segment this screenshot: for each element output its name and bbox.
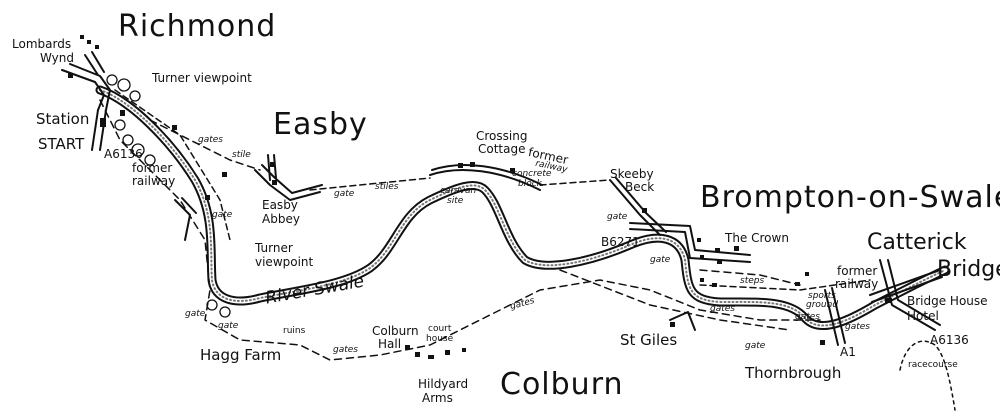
label-gate: gate bbox=[650, 255, 671, 265]
town-richmond: Richmond bbox=[118, 9, 277, 44]
label-bridge-house: Bridge House bbox=[907, 294, 988, 308]
road-west bbox=[174, 197, 197, 241]
former-railway bbox=[114, 89, 871, 291]
label-former-railway-west-1: former bbox=[132, 161, 173, 175]
label-steps: steps bbox=[740, 276, 765, 286]
label-former-railway-east-2: railway bbox=[835, 277, 879, 291]
label-ground: ground bbox=[806, 300, 839, 310]
label-gate: gate bbox=[212, 210, 233, 220]
racecourse bbox=[899, 340, 956, 411]
label-skeeby: Skeeby bbox=[610, 167, 654, 181]
label-easby-abbey-1: Easby bbox=[262, 198, 298, 212]
label-a1: A1 bbox=[840, 345, 856, 359]
label-turner-viewpoint: Turner viewpoint bbox=[152, 71, 252, 85]
label-colburn-hall-2: Hall bbox=[378, 337, 402, 351]
road-richmond bbox=[61, 51, 111, 151]
label-turner-2: viewpoint bbox=[255, 255, 314, 269]
label-turner-1: Turner bbox=[255, 241, 293, 255]
label-stiles: stiles bbox=[375, 182, 399, 192]
town-colburn: Colburn bbox=[500, 367, 624, 402]
label-arms: Arms bbox=[422, 391, 453, 405]
label-court: court bbox=[428, 324, 452, 334]
road-stgiles bbox=[669, 311, 696, 331]
label-sports: sports bbox=[808, 291, 836, 301]
label-concrete: concrete bbox=[512, 169, 552, 179]
label-easby-abbey-2: Abbey bbox=[262, 212, 300, 226]
label-site: site bbox=[447, 196, 464, 206]
label-gates: gates bbox=[710, 304, 735, 314]
label-a6136-east: A6136 bbox=[930, 333, 969, 347]
label-block: block bbox=[518, 179, 542, 189]
label-former-railway-east-1: former bbox=[837, 264, 878, 278]
label-gates: gates bbox=[333, 345, 358, 355]
label-caravan: caravan bbox=[440, 186, 477, 196]
label-the-crown: The Crown bbox=[725, 231, 789, 245]
label-gate: gate bbox=[185, 309, 206, 319]
woodland bbox=[106, 74, 231, 318]
label-gates: gates bbox=[198, 135, 223, 145]
label-station: Station bbox=[36, 110, 90, 128]
label-lombards: Lombards bbox=[12, 37, 72, 51]
label-gate: gate bbox=[218, 321, 239, 331]
road-crossing bbox=[429, 164, 543, 191]
label-racecourse: racecourse bbox=[908, 360, 958, 370]
label-start: START bbox=[38, 135, 85, 153]
label-gate: gate bbox=[745, 341, 766, 351]
label-house: house bbox=[426, 334, 454, 344]
label-colburn-hall-1: Colburn bbox=[372, 324, 419, 338]
road-a1 bbox=[824, 287, 846, 346]
label-ruins: ruins bbox=[283, 326, 306, 336]
label-beck: Beck bbox=[625, 180, 655, 194]
label-gates: gates bbox=[845, 322, 870, 332]
label-gate: gate bbox=[334, 189, 355, 199]
label-wynd: Wynd bbox=[40, 51, 74, 65]
label-cottage: Cottage bbox=[478, 142, 526, 156]
label-st-giles: St Giles bbox=[620, 331, 678, 349]
label-hagg-farm: Hagg Farm bbox=[200, 346, 282, 364]
town-catterick: Catterick bbox=[867, 230, 967, 255]
label-gates: gates bbox=[795, 312, 820, 322]
road-catterick bbox=[869, 269, 943, 303]
label-crossing: Crossing bbox=[476, 129, 528, 143]
label-hildyard: Hildyard bbox=[418, 377, 469, 391]
road-a6136-east bbox=[879, 259, 941, 331]
label-a6136-west: A6136 bbox=[104, 147, 143, 161]
label-gate: gate bbox=[607, 212, 628, 222]
town-brompton-on-swale: Brompton-on-Swale bbox=[700, 180, 1000, 215]
label-thornbrough: Thornbrough bbox=[745, 364, 842, 382]
road-easby bbox=[254, 154, 323, 201]
label-former-railway-west-2: railway bbox=[132, 174, 176, 188]
footpath bbox=[99, 99, 821, 361]
buildings bbox=[68, 35, 892, 359]
town-bridge: Bridge bbox=[937, 257, 1000, 282]
label-hotel: Hotel bbox=[907, 309, 939, 323]
label-stile: stile bbox=[232, 150, 251, 160]
town-easby: Easby bbox=[273, 107, 368, 142]
label-b6271: B6271 bbox=[601, 235, 640, 249]
